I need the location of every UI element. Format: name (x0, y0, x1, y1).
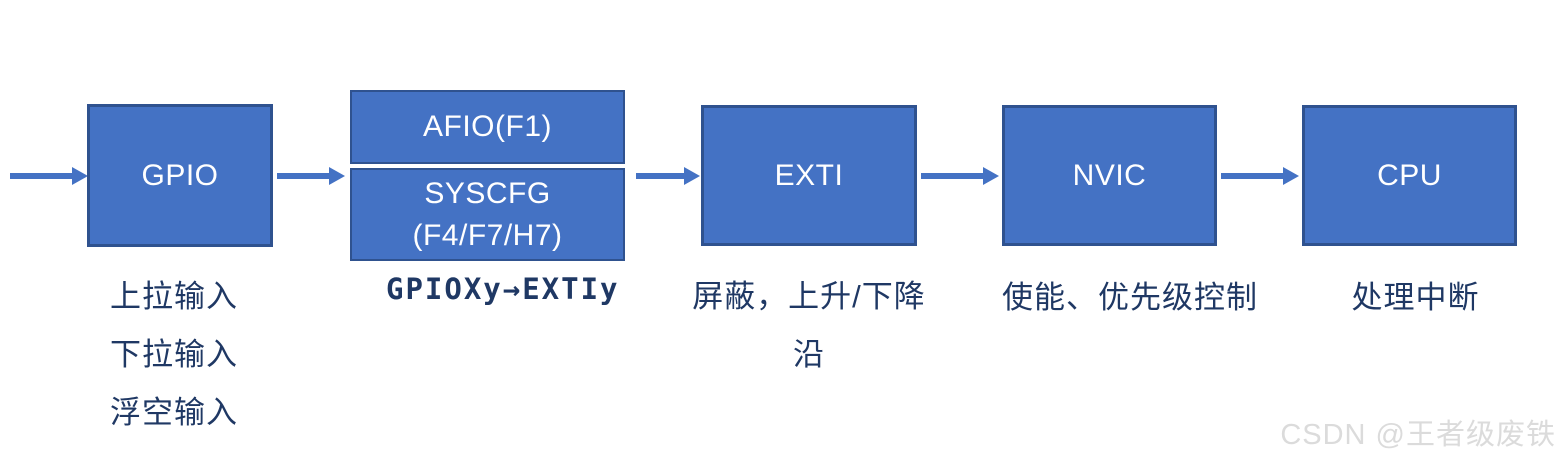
nvic-box-label: NVIC (1072, 158, 1147, 192)
flow-arrow-syscfg-to-exti (636, 164, 700, 188)
nvic-annotation: 使能、优先级控制 (1002, 280, 1258, 315)
syscfg-box: SYSCFG (F4/F7/H7) (350, 168, 625, 261)
nvic-box: NVIC (1002, 105, 1217, 246)
afio-annotation: GPIOXy→EXTIy (386, 272, 620, 306)
afio-box: AFIO(F1) (350, 90, 625, 164)
flow-arrow-exti-to-nvic (921, 164, 999, 188)
exti-box-label: EXTI (774, 158, 844, 192)
cpu-box-label: CPU (1377, 158, 1442, 192)
exti-box: EXTI (701, 105, 917, 246)
exti-annotation: 屏蔽，上升/下降 沿 (679, 268, 939, 384)
cpu-box: CPU (1302, 105, 1517, 246)
syscfg-box-label-line1: SYSCFG (424, 176, 551, 210)
csdn-watermark: CSDN @王者级废铁 (1280, 419, 1556, 451)
gpio-annotation-line-1: 上拉输入 (110, 279, 238, 314)
syscfg-box-label-line2: (F4/F7/H7) (412, 218, 563, 252)
exti-annotation-line-2: 沿 (793, 337, 825, 372)
afio-box-label: AFIO(F1) (423, 110, 552, 143)
gpio-annotation-line-2: 下拉输入 (110, 337, 238, 372)
gpio-annotation-line-3: 浮空输入 (110, 395, 238, 430)
exti-annotation-line-1: 屏蔽，上升/下降 (692, 279, 926, 314)
gpio-annotation: 上拉输入 下拉输入 浮空输入 (110, 268, 238, 442)
flow-arrow-nvic-to-cpu (1221, 164, 1299, 188)
flow-arrow-gpio-to-afio (277, 164, 345, 188)
flow-arrow-input (10, 164, 88, 188)
gpio-box: GPIO (87, 104, 273, 247)
cpu-annotation: 处理中断 (1351, 280, 1480, 315)
gpio-box-label: GPIO (141, 158, 219, 192)
